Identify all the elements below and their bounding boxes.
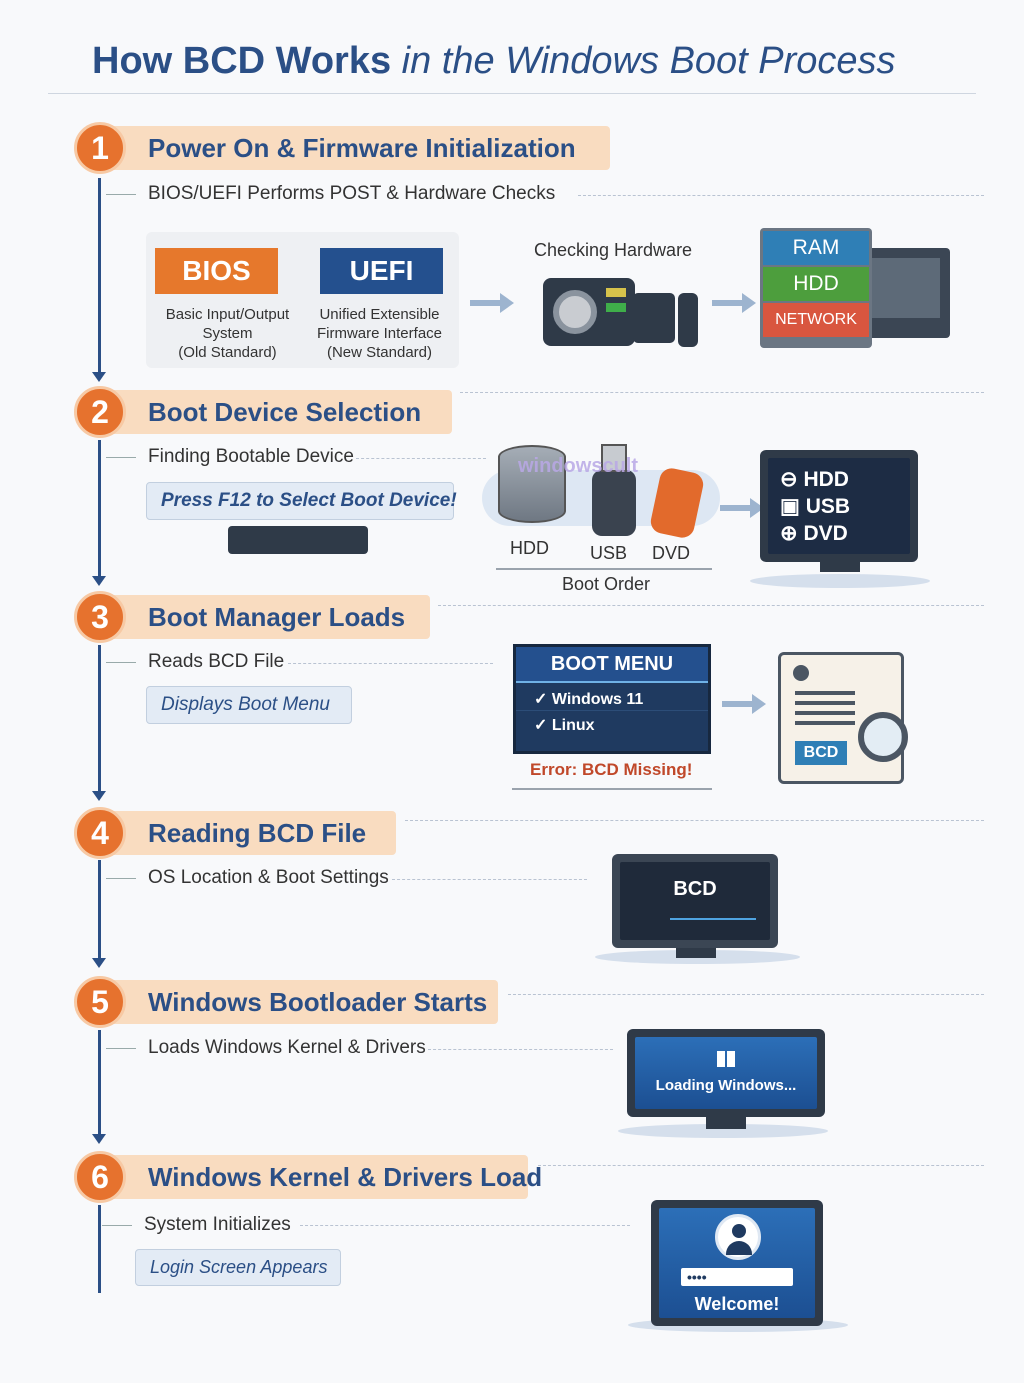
boot-order-label: Boot Order xyxy=(562,574,651,594)
usb-stick-icon xyxy=(678,293,698,347)
welcome-monitor: •••• Welcome! xyxy=(651,1200,823,1326)
network-module: NETWORK xyxy=(763,303,869,337)
step-1-number: 1 xyxy=(74,122,126,174)
loading-monitor: Loading Windows... xyxy=(627,1029,825,1117)
underline xyxy=(512,788,712,790)
usb-icon xyxy=(592,444,636,536)
step-3-connector xyxy=(92,645,106,801)
dash-line xyxy=(428,1049,613,1050)
loading-label: Loading Windows... xyxy=(655,1077,797,1094)
boot-menu-item-windows[interactable]: ✓ Windows 11 xyxy=(516,683,708,711)
bcd-doc-label: BCD xyxy=(795,741,847,765)
watermark: windowscult xyxy=(518,455,638,477)
pc-case-icon xyxy=(228,526,368,554)
step-2-number: 2 xyxy=(74,386,126,438)
boot-order-monitor: ⊖ HDD ▣ USB ⊕ DVD xyxy=(760,450,918,562)
login-screen-pill: Login Screen Appears xyxy=(135,1249,341,1286)
step-6-header: Windows Kernel & Drivers Load xyxy=(100,1155,542,1199)
hardware-stack: RAM HDD NETWORK xyxy=(760,228,872,348)
bcd-error: Error: BCD Missing! xyxy=(530,760,693,779)
arrow-icon xyxy=(722,694,766,714)
step-3-number: 3 xyxy=(74,591,126,643)
hard-drive-icon xyxy=(543,278,635,346)
bcd-monitor: BCD xyxy=(612,854,778,948)
step-4-header: Reading BCD File xyxy=(100,811,396,855)
user-avatar-icon xyxy=(715,1214,761,1260)
dash-line xyxy=(460,392,984,393)
device-label-usb: USB xyxy=(590,543,628,563)
step-5-header: Windows Bootloader Starts xyxy=(100,980,498,1024)
dash-line xyxy=(538,1165,984,1166)
dash-line xyxy=(392,879,587,880)
screen-item-hdd: ⊖ HDD xyxy=(780,468,849,491)
ram-module: RAM xyxy=(763,231,869,265)
step-1-connector xyxy=(92,178,106,382)
screen-item-dvd: ⊕ DVD xyxy=(780,522,848,545)
step-2-header: Boot Device Selection xyxy=(100,390,452,434)
dash-line xyxy=(578,195,984,196)
step-4-number: 4 xyxy=(74,807,126,859)
arrow-icon xyxy=(470,293,514,313)
dash-line xyxy=(438,605,984,606)
shadow xyxy=(750,574,930,588)
step-5-connector xyxy=(92,1030,106,1144)
uefi-badge: UEFI xyxy=(320,248,443,294)
windows-logo-icon xyxy=(717,1051,735,1067)
step-4-connector xyxy=(92,860,106,968)
f12-hint: Press F12 to Select Boot Device! xyxy=(146,482,457,520)
device-label-hdd: HDD xyxy=(510,538,549,558)
dash-line xyxy=(405,820,984,821)
step-5-subtitle: Loads Windows Kernel & Drivers xyxy=(106,1037,426,1059)
screen-item-usb: ▣ USB xyxy=(780,495,851,518)
dash-line xyxy=(508,994,984,995)
step-5-number: 5 xyxy=(74,976,126,1028)
monitor-stand xyxy=(676,948,716,958)
monitor-icon xyxy=(860,248,950,338)
step-4-subtitle: OS Location & Boot Settings xyxy=(106,867,389,889)
checking-hardware-label: Checking Hardware xyxy=(534,240,693,260)
title-divider xyxy=(48,93,976,94)
magnifier-icon xyxy=(858,712,908,762)
step-6-number: 6 xyxy=(74,1151,126,1203)
boot-menu-title: BOOT MENU xyxy=(516,647,708,683)
hdd-module: HDD xyxy=(763,267,869,301)
device-label-dvd: DVD xyxy=(652,543,691,563)
step-2-subtitle: Finding Bootable Device xyxy=(106,446,354,468)
dash-line xyxy=(300,1225,630,1226)
welcome-label: Welcome! xyxy=(694,1294,780,1314)
step-1-subtitle: BIOS/UEFI Performs POST & Hardware Check… xyxy=(106,183,555,205)
bcd-screen-label: BCD xyxy=(673,878,717,900)
displays-boot-menu-pill: Displays Boot Menu xyxy=(146,686,352,724)
bios-badge: BIOS xyxy=(155,248,278,294)
arrow-icon xyxy=(712,293,756,313)
progress-line xyxy=(670,918,756,920)
device-icon xyxy=(633,293,675,343)
dash-line xyxy=(356,458,486,459)
step-3-subtitle: Reads BCD File xyxy=(106,651,284,673)
shadow xyxy=(618,1124,828,1138)
step-6-connector xyxy=(98,1205,101,1293)
password-field[interactable]: •••• xyxy=(681,1268,793,1286)
page-title: How BCD Works in the Windows Boot Proces… xyxy=(92,40,896,82)
step-3-header: Boot Manager Loads xyxy=(100,595,430,639)
monitor-stand xyxy=(706,1117,746,1129)
hdd-icon xyxy=(498,445,566,523)
step-2-connector xyxy=(92,440,106,586)
monitor-stand xyxy=(820,562,860,572)
boot-menu: BOOT MENU ✓ Windows 11 ✓ Linux xyxy=(513,644,711,754)
arrow-icon xyxy=(720,498,764,518)
step-1-header: Power On & Firmware Initialization xyxy=(100,126,610,170)
boot-menu-item-linux[interactable]: ✓ Linux xyxy=(534,717,595,734)
boot-order-line xyxy=(496,568,712,570)
step-6-subtitle: System Initializes xyxy=(102,1214,291,1236)
dash-line xyxy=(288,663,493,664)
